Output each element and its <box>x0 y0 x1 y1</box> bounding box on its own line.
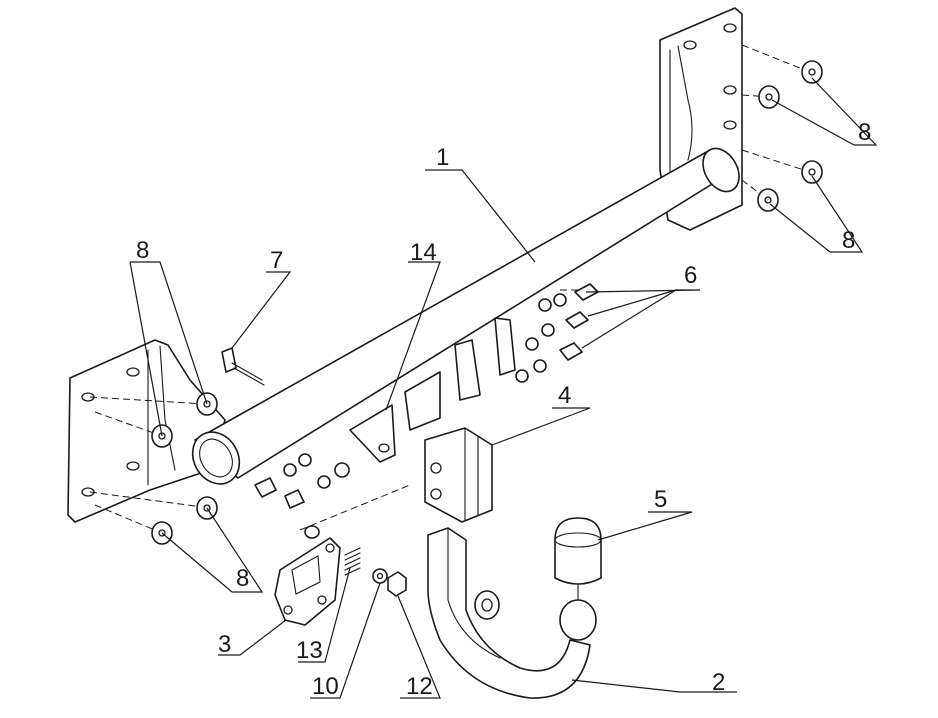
bolt-6a <box>538 283 599 312</box>
assembly-guide-lines <box>89 44 811 534</box>
callout-1: 1 <box>436 144 449 171</box>
washer-right-3 <box>801 160 823 184</box>
ball-cover-5 <box>554 517 602 585</box>
callout-10: 10 <box>312 673 339 700</box>
left-mounting-plate <box>67 339 226 523</box>
arm-mounting-block-4 <box>424 427 493 523</box>
long-bolt-7 <box>221 347 265 386</box>
washer-right-1 <box>801 60 823 84</box>
crossbeam-tube <box>191 147 740 485</box>
washer-right-2 <box>758 85 780 109</box>
callout-8-right-lower: 8 <box>842 227 855 254</box>
small-washer-top <box>304 525 320 539</box>
bolt-6c <box>515 342 583 383</box>
callout-4: 4 <box>558 382 571 409</box>
callout-7: 7 <box>270 247 283 274</box>
bolt-6b <box>525 311 589 351</box>
socket-plate-3 <box>274 537 341 626</box>
center-brackets <box>349 317 516 463</box>
callout-14: 14 <box>410 239 437 266</box>
spring-13 <box>344 547 361 576</box>
callout-5: 5 <box>654 486 667 513</box>
callout-8-left-upper: 8 <box>136 237 149 264</box>
bolt-row-lower <box>254 453 350 509</box>
callout-2: 2 <box>712 669 725 696</box>
leader-lines <box>129 77 878 699</box>
callout-12: 12 <box>406 673 433 700</box>
nut-12 <box>387 571 407 597</box>
callout-8-left-lower: 8 <box>236 565 249 592</box>
washer-10 <box>372 568 388 584</box>
callout-8-right-upper: 8 <box>858 119 871 146</box>
callout-6: 6 <box>684 262 697 289</box>
callout-13: 13 <box>296 637 323 664</box>
ball-arm-2 <box>427 527 597 699</box>
callout-3: 3 <box>218 631 231 658</box>
callout-labels: 1 2 3 4 5 6 7 8 8 8 8 10 12 13 14 <box>136 119 871 700</box>
bolt-set-6 <box>254 283 599 509</box>
washer-right-4 <box>757 188 779 212</box>
